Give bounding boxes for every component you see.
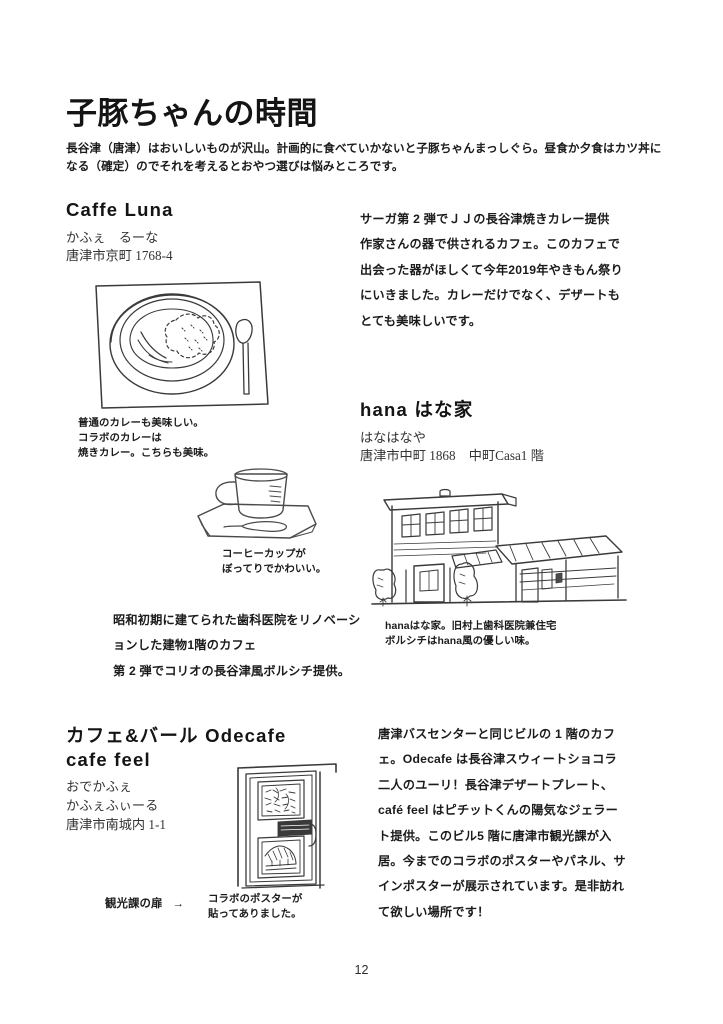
caption-hana-building: hanaはな家。旧村上歯科医院兼住宅 ボルシチはhana風の優しい味。 bbox=[385, 621, 557, 647]
section-hana-heading-block: hana はな家 はなはなや 唐津市中町 1868 中町Casa1 階 bbox=[360, 398, 544, 466]
page-title: 子豚ちゃんの時間 bbox=[66, 95, 318, 131]
shop-name-caffe-luna: Caffe Luna bbox=[66, 199, 174, 220]
caption-tourism-office-door: 観光課の扉 → bbox=[105, 880, 184, 912]
shop-address-odecafe: 唐津市南城内 1-1 bbox=[66, 816, 167, 832]
section-odecafe-heading-block: カフェ&バール Odecafe cafe feel おでかふぇ かふぇふぃーる … bbox=[66, 724, 336, 835]
section-caffe-luna-body: サーガ第 2 弾でＪＪの長谷津焼きカレー提供 作家さんの器で供されるカフェ。この… bbox=[360, 212, 623, 328]
shop-name-hana: hana はな家 bbox=[360, 399, 474, 420]
shop-reading-hana: はなはなや bbox=[360, 429, 426, 445]
coffee-cup-illustration bbox=[190, 468, 325, 548]
tourism-office-door-illustration bbox=[232, 758, 350, 892]
caption-coffee-cup: コーヒーカップが ぼってりでかわいい。 bbox=[222, 549, 327, 575]
page-number: 12 bbox=[354, 963, 369, 977]
intro-paragraph: 長谷津（唐津）はおいしいものが沢山。計画的に食べていかないと子豚ちゃんまっしぐら… bbox=[66, 141, 662, 174]
section-caffe-luna-heading-block: Caffe Luna かふぇ るーな 唐津市京町 1768-4 bbox=[66, 198, 174, 266]
shop-address-caffe-luna: 唐津市京町 1768-4 bbox=[66, 248, 173, 264]
caption-door-text: 観光課の扉 bbox=[105, 898, 163, 911]
caption-caffe-luna-curry: 普通のカレーも美味しい。 コラボのカレーは 焼きカレー。こちらも美味。 bbox=[78, 418, 215, 459]
curry-plate-illustration bbox=[92, 272, 320, 412]
section-odecafe-body: 唐津バスセンターと同じビルの 1 階のカフェ。Odecafe は長谷津スウィート… bbox=[378, 727, 626, 919]
hana-building-illustration bbox=[370, 478, 628, 610]
arrow-right-icon: → bbox=[172, 898, 184, 911]
shop-reading-caffe-luna: かふぇ るーな bbox=[66, 229, 159, 245]
section-hana-body: 昭和初期に建てられた歯科医院をリノベーションした建物1階のカフェ 第 2 弾でコ… bbox=[113, 613, 361, 678]
shop-reading-odecafe: おでかふぇ かふぇふぃーる bbox=[66, 779, 159, 814]
shop-name-odecafe: カフェ&バール Odecafe cafe feel bbox=[66, 725, 287, 770]
shop-address-hana: 唐津市中町 1868 中町Casa1 階 bbox=[360, 448, 544, 464]
caption-collab-poster: コラボのポスターが 貼ってありました。 bbox=[208, 894, 303, 920]
